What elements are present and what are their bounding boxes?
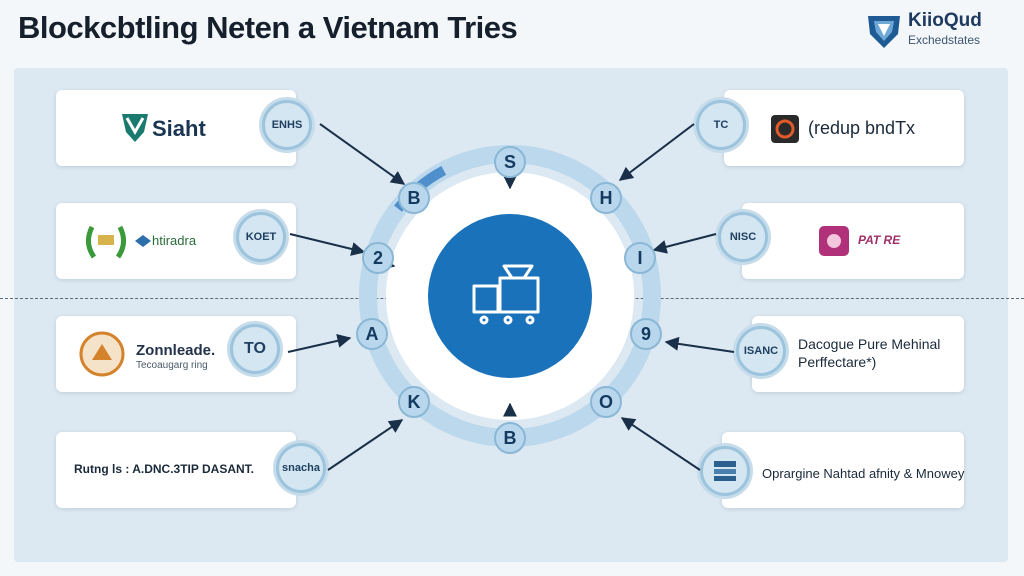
right-badge-4[interactable]	[700, 446, 750, 496]
right-card-4-label: Oprargine Nahtad afnity & Mnowey	[762, 466, 965, 481]
left-badge-2[interactable]: KOET	[236, 212, 286, 262]
left-badge-3[interactable]: TO	[230, 324, 280, 374]
left-card-1-label: Siaht	[152, 116, 206, 141]
left-card-4-label: Rutng ls : A.DNC.3TIP DASANT.	[74, 462, 255, 476]
right-badge-2[interactable]: NISC	[718, 212, 768, 262]
v-shield-icon	[122, 114, 148, 142]
brand-name: KiioQud	[908, 10, 982, 31]
left-card-3-sub: Tecoaugarg ring	[136, 360, 208, 371]
ring-node-9[interactable]: 9	[630, 318, 662, 350]
ring-node-s[interactable]: S	[494, 146, 526, 178]
hub-circle[interactable]	[428, 214, 592, 378]
ring-node-i[interactable]: I	[624, 242, 656, 274]
ring-node-b-bottom[interactable]: B	[494, 422, 526, 454]
shield-logo-icon	[868, 16, 900, 48]
arrow-right-4	[620, 417, 701, 471]
left-card-2-label: htiradra	[152, 233, 197, 248]
arrow-left-2	[289, 233, 366, 256]
arrow-left-4	[327, 419, 404, 471]
record-icon	[771, 115, 799, 143]
ring-node-2[interactable]: 2	[362, 242, 394, 274]
right-card-1[interactable]: (redup bndTx	[724, 90, 964, 166]
right-card-3-sub: Perffectare*)	[798, 354, 877, 370]
right-card-2[interactable]: PAT RE	[742, 203, 964, 279]
ring-node-h[interactable]: H	[590, 182, 622, 214]
right-card-3-label: Dacogue Pure Mehinal	[798, 336, 941, 352]
left-card-1[interactable]: Siaht	[56, 90, 296, 166]
bird-icon	[135, 235, 151, 247]
right-card-3[interactable]: Dacogue Pure Mehinal Perffectare*)	[752, 316, 964, 392]
page-title: Blockcbtling Neten a Vietnam Tries	[18, 10, 518, 45]
brand-subtitle: Exchedstates	[908, 33, 981, 47]
right-card-2-label: PAT RE	[858, 233, 901, 247]
emblem-icon	[79, 331, 125, 377]
arrow-right-3	[664, 336, 735, 353]
arrow-left-3	[287, 333, 352, 353]
left-card-3-label: Zonnleade.	[136, 342, 216, 359]
ring-node-k[interactable]: K	[398, 386, 430, 418]
ring-node-a[interactable]: A	[356, 318, 388, 350]
ring-node-o[interactable]: O	[590, 386, 622, 418]
arrow-left-1	[319, 123, 406, 185]
right-card-4[interactable]: Oprargine Nahtad afnity & Mnowey	[722, 432, 964, 508]
arrow-right-2	[652, 233, 717, 254]
ring-node-b-top[interactable]: B	[398, 182, 430, 214]
arrow-right-1	[618, 123, 695, 181]
app-logo-icon	[819, 226, 849, 256]
left-card-4[interactable]: Rutng ls : A.DNC.3TIP DASANT.	[56, 432, 296, 508]
right-card-1-label: (redup bndTx	[808, 118, 916, 138]
brand-logo: KiioQud Exchedstates	[864, 8, 1006, 52]
right-badge-1[interactable]: TC	[696, 100, 746, 150]
cart-icon	[472, 264, 540, 325]
right-badge-3[interactable]: ISANC	[736, 326, 786, 376]
laurel-wreath-icon	[86, 225, 126, 259]
left-badge-1[interactable]: ENHS	[262, 100, 312, 150]
left-badge-4[interactable]: snacha	[276, 443, 326, 493]
stack-icon	[714, 461, 736, 481]
